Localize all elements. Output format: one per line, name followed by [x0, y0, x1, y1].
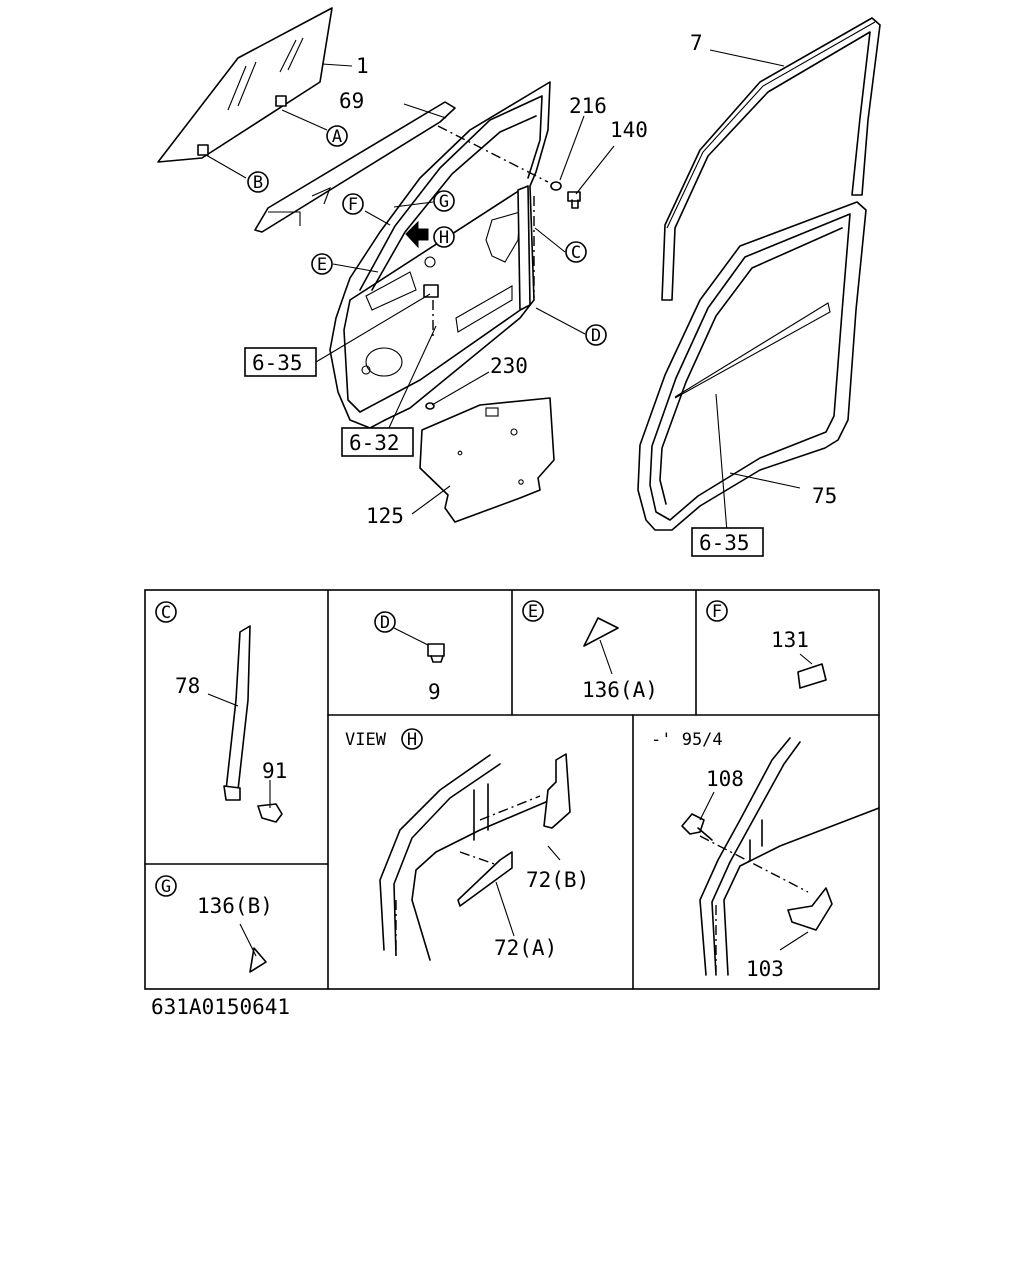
detail-e: E 136(A) — [522, 600, 658, 702]
detail-g: G 136(B) — [155, 875, 273, 973]
ref-box-6-32: 6-32 — [341, 427, 414, 457]
part-label-75: 75 — [812, 484, 837, 508]
part-label-125: 125 — [366, 504, 404, 528]
callout-f: F — [342, 193, 364, 215]
screw-140 — [567, 191, 581, 209]
svg-text:-' 95/4: -' 95/4 — [651, 730, 723, 750]
svg-text:6-32: 6-32 — [349, 431, 400, 455]
weatherstrip-7 — [661, 17, 881, 301]
main-exploded-view: 1 69 216 140 7 230 125 75 6-35 6-32 6-35… — [157, 7, 881, 557]
water-deflector — [419, 397, 555, 523]
detail-f-label-131: 131 — [771, 628, 809, 652]
svg-text:6-35: 6-35 — [252, 351, 303, 375]
svg-text:F: F — [348, 195, 358, 215]
detail-c-label-78: 78 — [175, 674, 200, 698]
svg-text:G: G — [161, 877, 171, 897]
svg-text:F: F — [712, 602, 722, 622]
svg-text:E: E — [317, 255, 327, 275]
detail-e-label-136a: 136(A) — [582, 678, 658, 702]
ref-box-6-35-right: 6-35 — [691, 527, 764, 557]
detail-view-h-label-72b: 72(B) — [526, 868, 589, 892]
part-label-216: 216 — [569, 94, 607, 118]
svg-text:H: H — [439, 228, 449, 248]
detail-g-label-136b: 136(B) — [197, 894, 273, 918]
callout-a: A — [326, 125, 348, 147]
svg-text:6-35: 6-35 — [699, 531, 750, 555]
view-h-arrow — [405, 220, 429, 249]
detail-pre-95-label-108: 108 — [706, 767, 744, 791]
callout-g: G — [433, 190, 455, 212]
detail-c-label-91: 91 — [262, 759, 287, 783]
detail-pre-95-4: -' 95/4 108 103 — [651, 730, 880, 981]
part-label-7: 7 — [690, 31, 703, 55]
callout-c: C — [565, 241, 587, 263]
svg-text:G: G — [439, 192, 449, 212]
door-glass — [157, 7, 333, 163]
part-label-230: 230 — [490, 354, 528, 378]
svg-text:VIEW: VIEW — [345, 730, 387, 750]
detail-d-label-9: 9 — [428, 680, 441, 704]
weatherstrip-75 — [637, 201, 867, 531]
detail-view-h-label-72a: 72(A) — [494, 936, 557, 960]
callout-e: E — [311, 253, 333, 275]
detail-d: D 9 — [374, 611, 445, 704]
detail-c: C 78 91 — [155, 601, 287, 823]
callout-d: D — [585, 324, 607, 346]
svg-text:H: H — [407, 730, 417, 750]
detail-f: F 131 — [706, 600, 827, 689]
detail-view-h: VIEW H 72(B) 72(A) — [345, 728, 589, 961]
window-outer-strip — [254, 101, 456, 233]
callout-h: H — [433, 226, 455, 248]
ref-box-6-35-left: 6-35 — [244, 347, 317, 377]
part-label-1: 1 — [356, 54, 369, 78]
callout-b: B — [247, 171, 269, 193]
svg-text:C: C — [571, 243, 581, 263]
svg-text:A: A — [332, 127, 342, 147]
svg-text:D: D — [380, 613, 390, 633]
svg-text:E: E — [528, 602, 538, 622]
fastener-216 — [550, 181, 562, 191]
part-label-140: 140 — [610, 118, 648, 142]
svg-text:B: B — [253, 173, 263, 193]
diagram-code: 631A0150641 — [151, 995, 290, 1019]
detail-pre-95-label-103: 103 — [746, 957, 784, 981]
part-label-69: 69 — [339, 89, 364, 113]
door-frame — [329, 81, 551, 429]
svg-text:C: C — [161, 603, 171, 623]
leader-lines — [205, 49, 801, 533]
svg-text:D: D — [591, 326, 601, 346]
